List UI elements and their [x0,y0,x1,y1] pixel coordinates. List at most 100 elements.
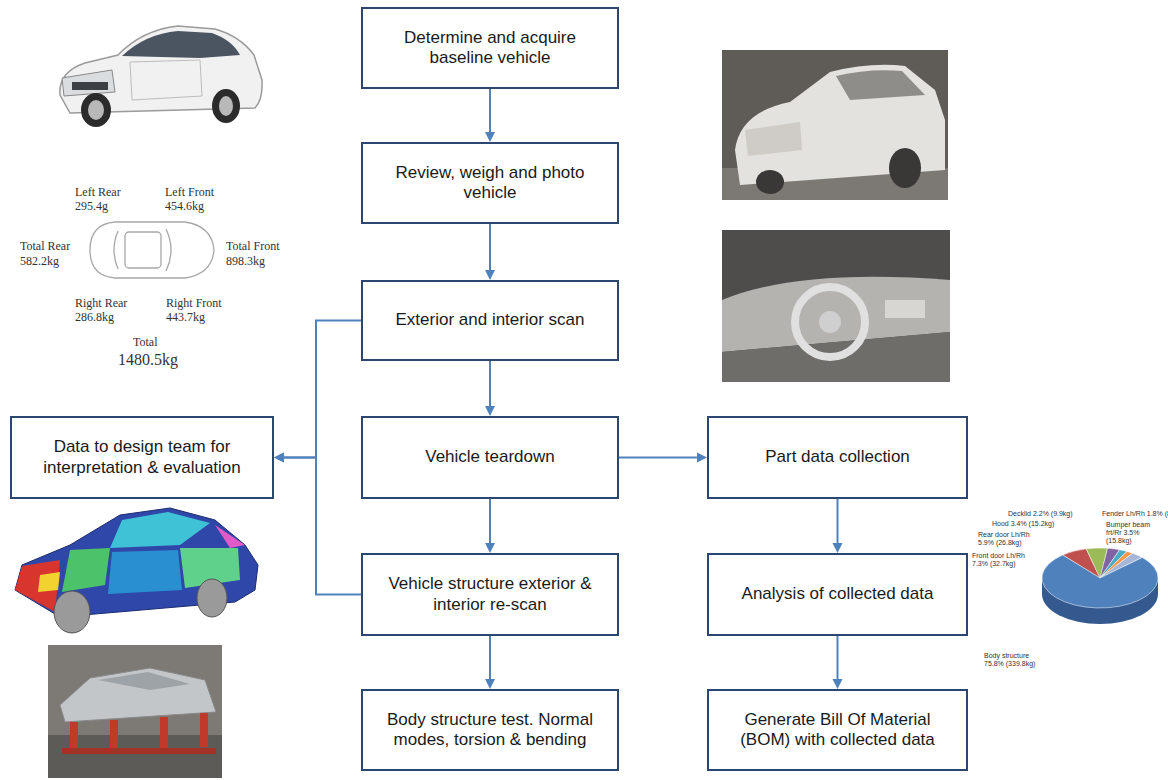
pie-label: Fender Lh/Rh 1.8% (8.1kg) [1102,510,1168,518]
weight-value: 454.6kg [165,200,204,214]
arrow-head [274,453,284,463]
box-text: Exterior and interior scan [396,310,585,330]
pie-label: Hood 3.4% (15.2kg) [992,520,1054,528]
process-box: Vehicle structure exterior & interior re… [361,553,619,636]
body-structure-photo-part [160,717,168,749]
connector-line [619,457,697,459]
body-structure-photo-part [60,668,216,722]
process-box: Body structure test. Normal modes, torsi… [361,689,619,771]
weight-label: Right Front [166,297,222,311]
pie-label: Body structure 75.8% (339.8kg) [984,652,1046,668]
scan-prep-photo-part [889,148,921,188]
process-box: Data to design team for interpretation &… [10,416,274,499]
weight-label: Left Rear [75,186,121,200]
body-structure-photo [48,645,222,778]
pie-label: Bumper beam frt/Rr 3.5% (15.8kg) [1106,521,1164,545]
process-box: Analysis of collected data [707,553,968,636]
cad-body-model-part [110,512,210,548]
sedan-photo-part [212,89,240,123]
arrow-head [485,543,495,553]
pie-label: Decklid 2.2% (9.9kg) [1008,510,1073,518]
cad-body-model-part [215,525,245,548]
interior-photo-part [722,230,950,382]
box-text: Review, weigh and photo vehicle [373,163,607,204]
interior-photo-part [819,311,841,333]
sedan-photo-part [130,60,202,100]
cad-body-model-part [15,508,258,617]
weight-label: Total Front [226,240,280,254]
box-text: Analysis of collected data [742,584,934,604]
body-structure-photo-part [70,722,78,748]
scan-prep-photo-part [836,70,925,100]
cad-body-model-part [197,579,227,617]
weight-car-outline [90,222,214,278]
box-text: Vehicle structure exterior & interior re… [373,574,607,615]
process-box: Part data collection [707,416,968,499]
box-text: Determine and acquire baseline vehicle [373,28,607,69]
arrow-head [833,543,843,553]
flow-arrow [485,636,495,689]
interior-photo-part [885,300,925,318]
scan-prep-photo-part [722,50,948,200]
weight-car-outline-part [90,222,214,278]
sedan-photo-part [72,82,108,90]
arrow-head [833,679,843,689]
flow-arrow [485,499,495,553]
weight-value: 443.7kg [166,311,205,325]
connector-line [489,361,491,406]
process-box: Determine and acquire baseline vehicle [361,7,619,89]
interior-photo-part [795,287,865,357]
connector-line [489,89,491,132]
weight-value: 286.8kg [75,311,114,325]
weight-car-outline-part [166,229,171,271]
box-text: Generate Bill Of Material (BOM) with col… [719,710,956,751]
weight-value: 898.3kg [226,255,265,269]
sedan-photo-part [62,70,115,96]
weight-label: Total Rear [20,240,70,254]
cad-body-model-part [15,560,60,612]
flow-arrow [274,453,361,595]
cad-body-model-part [54,591,90,633]
connector-line [489,499,491,543]
mass-pie-chart [1042,548,1158,624]
process-box: Vehicle teardown [361,416,619,499]
connector-line [284,458,361,595]
flow-arrow [485,89,495,142]
connector-line [284,321,361,458]
process-box: Review, weigh and photo vehicle [361,142,619,224]
arrow-head [485,270,495,280]
connector-line [837,499,839,543]
scan-prep-photo-part [756,170,784,194]
arrow-head [485,132,495,142]
sedan-photo-part [122,31,240,58]
box-text: Data to design team for interpretation &… [22,437,262,478]
arrow-head [485,406,495,416]
scan-prep-photo [722,50,948,200]
weight-value: 582.2kg [20,255,59,269]
sedan-photo-part [88,100,104,120]
cad-body-model-part [108,550,182,594]
connector-line [489,636,491,679]
process-box: Generate Bill Of Material (BOM) with col… [707,689,968,771]
weight-car-outline-part [125,232,161,268]
connector-line [489,224,491,270]
cad-body-model-part [62,548,110,592]
flow-arrow [833,636,843,689]
pie-label: Front door Lh/Rh 7.3% (32.7kg) [972,552,1034,568]
arrow-head [485,679,495,689]
scan-prep-photo-part [745,122,802,156]
weight-label: Total [133,336,158,350]
sedan-photo [60,26,262,127]
weight-value: 1480.5kg [118,351,178,369]
cad-body-model-part [38,572,60,592]
body-structure-photo-part [62,748,216,754]
arrow-head [697,453,707,463]
body-structure-photo-part [110,720,118,750]
box-text: Vehicle teardown [425,447,554,467]
connector-line [837,636,839,679]
weight-label: Right Rear [75,297,127,311]
box-text: Part data collection [765,447,910,467]
interior-photo [722,230,950,382]
weight-car-outline-part [114,231,118,269]
